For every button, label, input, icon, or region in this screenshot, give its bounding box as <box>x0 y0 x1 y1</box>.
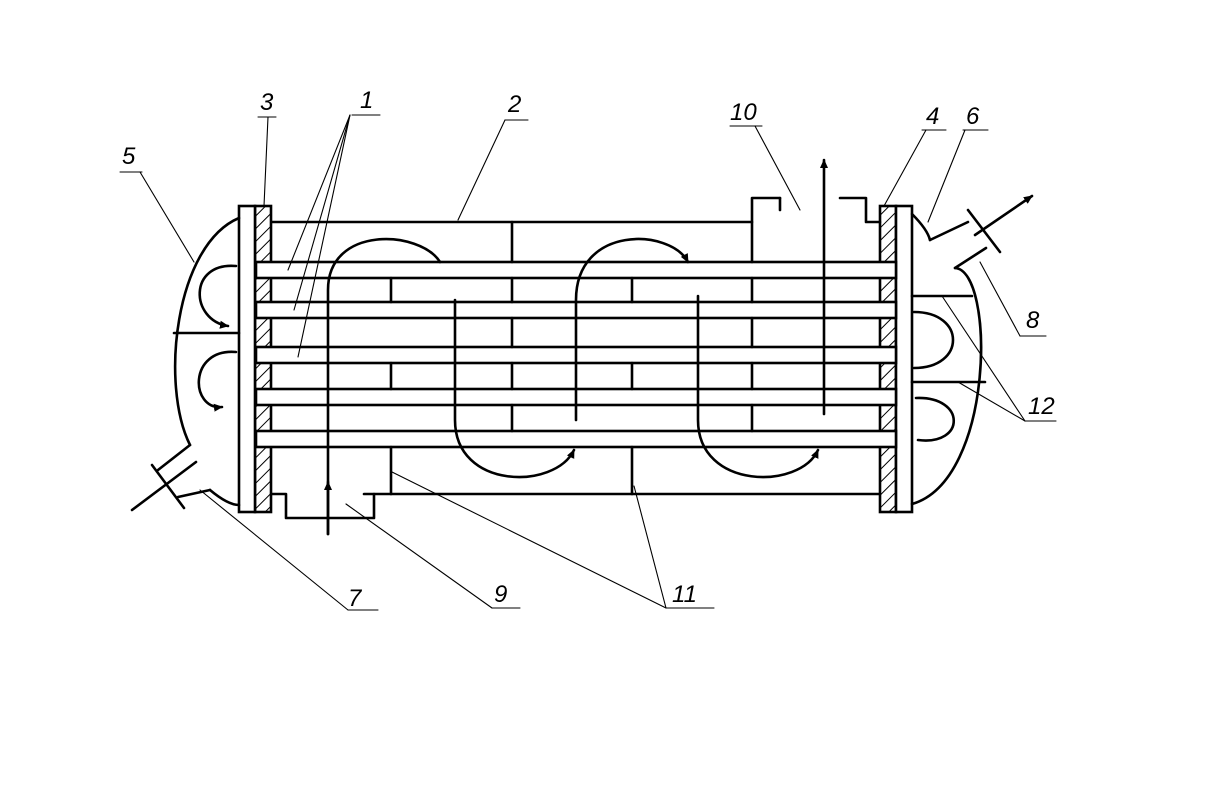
leader-line-tube-outlet <box>979 261 1021 337</box>
label-baffles: 11 <box>672 581 697 608</box>
leader-line-tube-inlet <box>199 489 349 611</box>
leader-line-tube-sheet-left <box>263 116 269 207</box>
head-right-upper-arc <box>910 212 932 242</box>
tube-inlet-nozzle <box>156 443 212 499</box>
label-tubes: 1 <box>360 87 373 114</box>
leader-line-tubes <box>293 114 351 311</box>
head-left-flow-upper <box>198 264 238 329</box>
leader-line-partitions <box>957 381 1026 422</box>
leader-line-baffles <box>391 471 667 609</box>
leader-line-tube-sheet-right <box>883 129 927 207</box>
head-left-lower-arc <box>208 488 241 507</box>
baffle-grid <box>389 220 754 496</box>
head-left-arc <box>173 216 241 447</box>
tube-outlet-flange <box>966 208 1002 254</box>
shell-flow-loop-3 <box>696 294 820 479</box>
head-right-flow-upper <box>912 310 955 370</box>
shell-flow-loop-2 <box>574 237 690 422</box>
tube-outlet-arrow <box>973 194 1034 237</box>
label-shell: 2 <box>507 91 521 118</box>
tube-outlet-nozzle <box>928 220 988 270</box>
shell-flow-loop-1 <box>453 298 576 479</box>
flange-right <box>894 204 914 514</box>
label-tube-sheet-right: 4 <box>926 103 939 130</box>
leader-line-tubes <box>287 114 351 271</box>
leader-line-head-right <box>927 129 966 223</box>
head-left-flow-lower <box>197 350 238 412</box>
shell-flow-path <box>326 237 442 536</box>
head-right-arc <box>910 266 983 506</box>
label-shell-inlet: 9 <box>494 581 507 608</box>
label-tube-outlet: 8 <box>1026 307 1040 334</box>
leader-line-shell-outlet <box>754 125 801 211</box>
label-shell-outlet: 10 <box>730 99 757 126</box>
leader-line-partitions <box>941 295 1026 422</box>
shell-top-left <box>270 196 782 224</box>
label-tube-inlet: 7 <box>348 585 363 612</box>
leader-line-shell-inlet <box>345 503 493 609</box>
tube-inlet-arrow <box>130 460 198 512</box>
tube-1 <box>254 260 898 280</box>
flange-left <box>237 204 257 514</box>
leader-line-tubes <box>297 114 351 358</box>
leader-line-head-left <box>139 171 195 263</box>
leader-line-baffles <box>633 485 667 609</box>
shell-inlet-nozzle <box>270 492 376 520</box>
label-head-left: 5 <box>122 143 136 170</box>
shell-outlet-nozzle-right <box>838 196 882 224</box>
tube-inlet-flange <box>150 463 186 510</box>
head-right-flow-lower <box>914 396 955 442</box>
label-head-right: 6 <box>966 103 980 130</box>
label-partitions: 12 <box>1028 393 1055 420</box>
label-tube-sheet-left: 3 <box>260 89 274 116</box>
tube-5 <box>254 429 898 449</box>
leader-line-shell <box>457 119 506 221</box>
